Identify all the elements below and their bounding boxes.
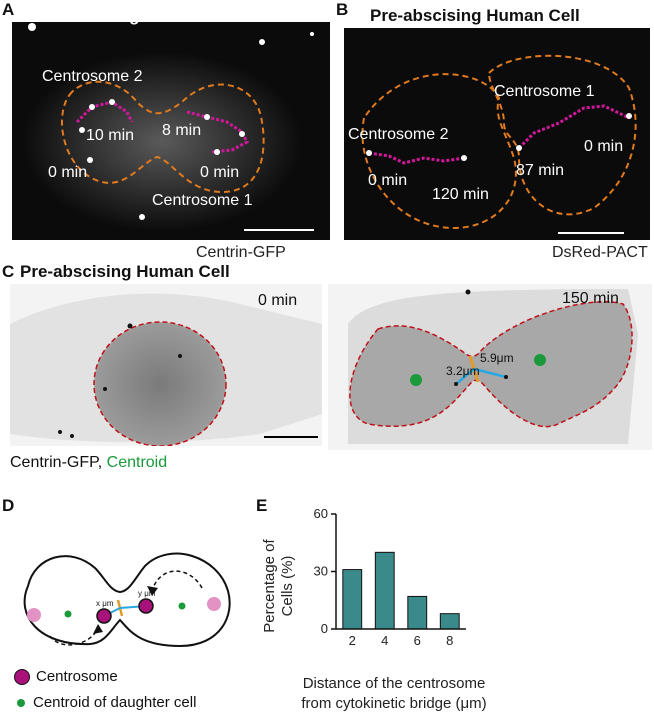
cell-outline (349, 301, 633, 428)
legend-centroid-label: Centroid of daughter cell (33, 694, 197, 711)
panel-b-title: Pre-abscising Human Cell (370, 6, 580, 25)
movement-arrow-right (151, 570, 203, 592)
label-8-min: 8 min (162, 122, 202, 139)
panel-c-stain: Centrin-GFP, Centroid (10, 454, 167, 472)
dividing-cell-outline (23, 552, 231, 648)
panel-b-overlay (361, 54, 637, 230)
label-0-min-right: 0 min (200, 164, 240, 181)
time-label-left: 0 min (258, 292, 298, 309)
x-axis-label-line1: Distance of the centrosome (303, 675, 486, 692)
cell-outline (61, 80, 265, 194)
label-0-min-left: 0 min (368, 172, 408, 189)
panel-b-micrograph: Centrosome 1 Centrosome 2 0 min 0 min 87… (344, 28, 650, 240)
panel-letter-d: D (2, 496, 15, 515)
cell-outline-1 (487, 54, 637, 216)
centroid-dot-right (534, 354, 546, 366)
cell-outline-2 (361, 73, 517, 230)
centroid-swatch (17, 698, 25, 707)
y-axis-label-line2: Cells (%) (279, 556, 296, 617)
centrosome-1-track (517, 104, 630, 150)
panel-d-diagram: x μm y μm (23, 552, 231, 648)
centrosome-2-track (368, 151, 465, 165)
bar-2 (342, 569, 363, 630)
distance-line-1 (455, 368, 475, 385)
label-120-min: 120 min (432, 186, 489, 203)
x-tick-label: 2 (349, 633, 356, 648)
distance-label-2: 5.9μm (480, 351, 514, 365)
centrosome-right (138, 598, 154, 614)
panel-c-right-micrograph: 3.2μm 5.9μm 150 min (328, 284, 652, 450)
panel-letter-e: E (256, 496, 268, 515)
panel-a-title: Pre-abscising Zebrafish Cell (28, 6, 257, 25)
bar-8 (439, 613, 460, 630)
x-tick-label: 8 (446, 633, 453, 648)
x-tick-label: 6 (414, 633, 421, 648)
panel-letter-b: B (336, 0, 349, 19)
axes: 0 30 60 2 4 6 8 (314, 506, 466, 648)
legend-centroid: Centroid of daughter cell (17, 694, 196, 711)
centroid-dot-left (410, 374, 422, 386)
scale-bar (244, 229, 314, 231)
bar-6 (407, 595, 428, 630)
y-axis-label-line1: Percentage of (261, 538, 278, 632)
label-10-min: 10 min (86, 127, 135, 144)
x-axis-label-line2: from cytokinetic bridge (μm) (301, 695, 486, 712)
centroid-right (178, 602, 186, 610)
y-tick-label: 60 (314, 506, 328, 521)
panel-a-stain: Centrin-GFP (196, 244, 286, 261)
scale-bar (558, 232, 624, 234)
panel-letter-c: C (2, 262, 15, 281)
centroid-left (64, 610, 72, 618)
label-centrosome-1: Centrosome 1 (494, 83, 595, 100)
centrosome-start-left (27, 608, 41, 622)
bars (342, 551, 460, 630)
centrosome-left (96, 608, 112, 624)
label-87-min: 87 min (516, 162, 565, 179)
centroid-label: Centroid (106, 454, 168, 471)
panel-a-micrograph: Centrosome 2 10 min 8 min 0 min 0 min Ce… (12, 22, 330, 240)
legend-centrosome-label: Centrosome (36, 668, 118, 685)
legend-centrosome: Centrosome (14, 668, 118, 685)
time-label-right: 150 min (562, 290, 619, 307)
panel-c-left-overlay (10, 293, 322, 446)
label-centrosome-1: Centrosome 1 (152, 192, 253, 209)
panel-b-stain: DsRed-PACT (552, 244, 648, 261)
x-tick-label: 4 (381, 633, 388, 648)
panel-c-right-overlay (348, 289, 638, 444)
x-label: x μm (96, 599, 114, 608)
stain-label: Centrin-GFP, (10, 454, 103, 471)
cell-outline (93, 321, 227, 446)
label-0-min-left: 0 min (48, 164, 88, 181)
scale-bar (264, 436, 318, 438)
label-centrosome-2: Centrosome 2 (42, 68, 143, 85)
panel-a-overlay (22, 23, 314, 232)
bar-4 (374, 551, 395, 630)
centrosome-start-right (207, 597, 221, 611)
panel-letter-a: A (2, 0, 15, 19)
panel-e-bar-chart: 0 30 60 2 4 6 8 Percentage of Cells (%) Distan… (261, 506, 487, 712)
centrosome-swatch (14, 668, 30, 685)
y-label: y μm (138, 589, 156, 598)
y-tick-label: 0 (321, 621, 328, 636)
panel-c-title: Pre-abscising Human Cell (20, 262, 230, 281)
panel-c-left-micrograph: 0 min (10, 284, 322, 446)
label-centrosome-2: Centrosome 2 (348, 126, 449, 143)
label-0-min-right: 0 min (584, 138, 624, 155)
y-tick-label: 30 (314, 564, 328, 579)
distance-label-1: 3.2μm (446, 364, 480, 378)
distance-line-2 (473, 367, 507, 379)
